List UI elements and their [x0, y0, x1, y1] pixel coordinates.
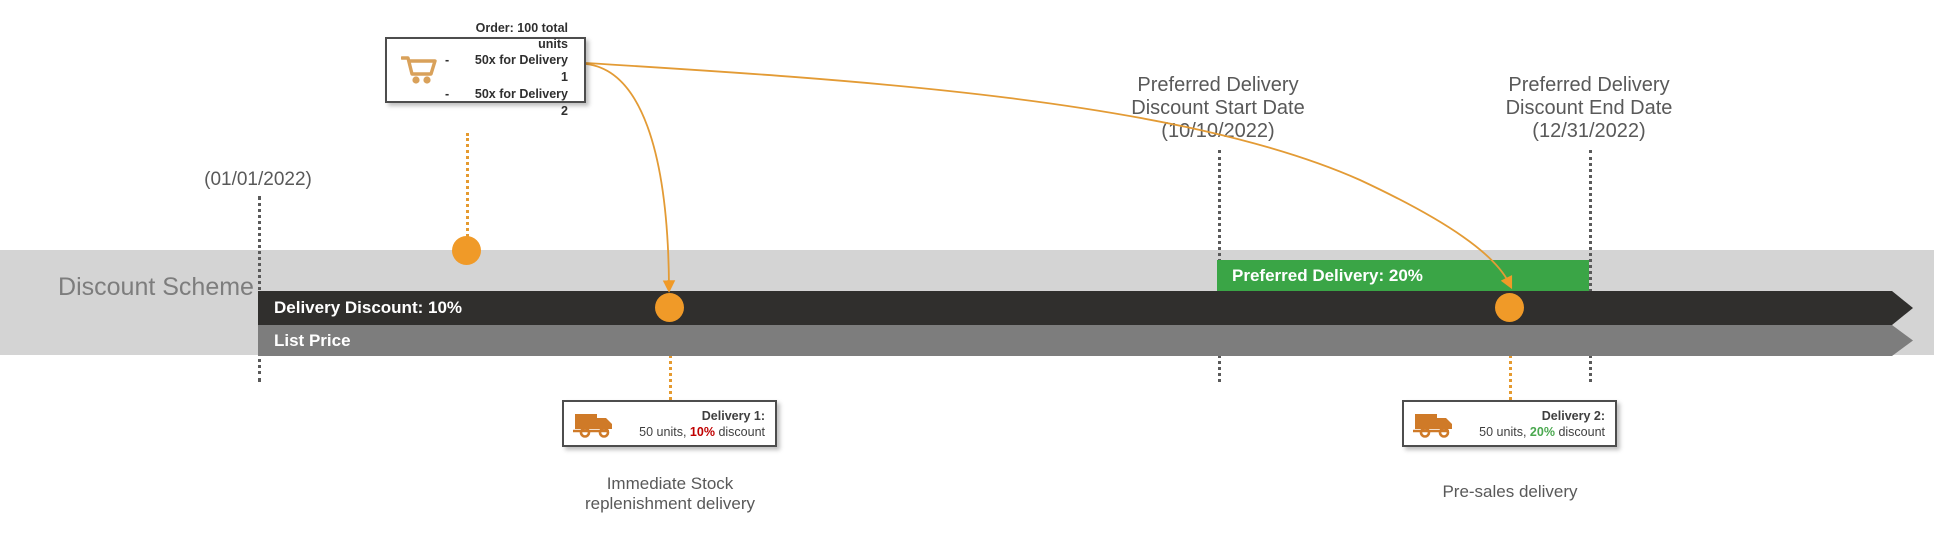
delivery-discount-bar: Delivery Discount: 10%	[258, 291, 1913, 325]
preferred-end-caption: Preferred Delivery Discount End Date (12…	[1505, 74, 1673, 142]
order-line-2-text: 50x for Delivery 2	[474, 87, 568, 118]
guideline-start-date	[258, 196, 261, 382]
delivery-1-discount-suffix: discount	[718, 424, 765, 439]
delivery-2-discount-suffix: discount	[1558, 424, 1605, 439]
order-marker-dot	[452, 236, 481, 265]
delivery-2-card[interactable]: Delivery 2: 50 units, 20% discount	[1402, 400, 1617, 447]
delivery-2-title: Delivery 2:	[1541, 408, 1605, 423]
delivery-2-marker-dot	[1495, 293, 1524, 322]
delivery-1-units: 50 units,	[639, 424, 687, 439]
order-card-line-2: - 50x for Delivery 2	[445, 86, 574, 120]
delivery-2-caption: Pre-sales delivery	[1442, 482, 1578, 501]
order-card-line-1: - 50x for Delivery 1	[445, 52, 574, 86]
list-price-bar-label: List Price	[274, 330, 351, 350]
list-price-bar: List Price	[258, 325, 1913, 356]
order-line-2-dash: -	[445, 87, 450, 101]
delivery-2-subtitle: 50 units, 20% discount	[1466, 424, 1605, 440]
start-date-caption: (01/01/2022)	[204, 169, 312, 190]
delivery-1-caption: Immediate Stock replenishment delivery	[584, 474, 756, 513]
delivery-1-discount-value: 10%	[689, 424, 715, 439]
guideline-order-marker	[466, 133, 469, 248]
delivery-1-title: Delivery 1:	[701, 408, 765, 423]
guideline-preferred-end	[1589, 150, 1592, 382]
delivery-1-card[interactable]: Delivery 1: 50 units, 10% discount	[562, 400, 777, 447]
delivery-1-marker-dot	[655, 293, 684, 322]
order-line-1-dash: -	[445, 53, 450, 67]
delivery-2-text: Delivery 2: 50 units, 20% discount	[1466, 408, 1615, 440]
discount-scheme-label: Discount Scheme	[58, 273, 254, 301]
order-line-1-text: 50x for Delivery 1	[474, 53, 568, 84]
delivery-2-units: 50 units,	[1479, 424, 1527, 439]
delivery-2-discount-value: 20%	[1529, 424, 1555, 439]
delivery-1-subtitle: 50 units, 10% discount	[626, 424, 765, 440]
delivery-discount-bar-label: Delivery Discount: 10%	[274, 298, 463, 317]
preferred-delivery-bar-label: Preferred Delivery: 20%	[1232, 266, 1423, 285]
delivery-truck-icon	[564, 409, 626, 439]
order-card-text: Order: 100 total units - 50x for Deliver…	[445, 20, 584, 120]
delivery-truck-icon	[1404, 409, 1466, 439]
preferred-delivery-bar: Preferred Delivery: 20%	[1217, 260, 1589, 292]
order-card-title: Order: 100 total units	[475, 21, 568, 51]
delivery-1-text: Delivery 1: 50 units, 10% discount	[626, 408, 775, 440]
preferred-start-caption: Preferred Delivery Discount Start Date (…	[1131, 74, 1305, 142]
order-card[interactable]: Order: 100 total units - 50x for Deliver…	[385, 21, 586, 118]
shopping-cart-icon	[393, 55, 445, 85]
